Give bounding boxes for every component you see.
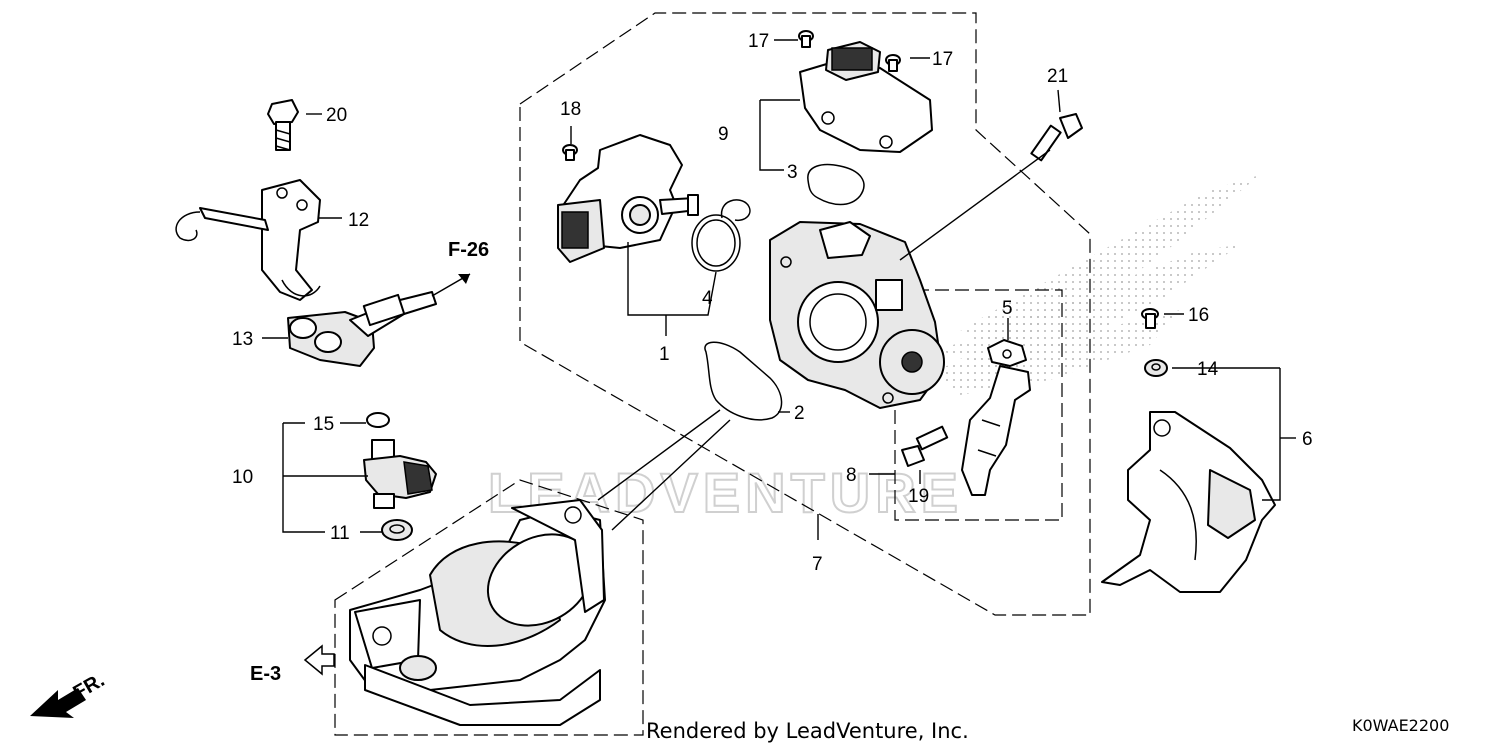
cover-6	[1101, 411, 1276, 593]
label-2: 2	[794, 403, 805, 424]
arrow-e3	[303, 644, 335, 676]
stay-5	[987, 339, 1027, 367]
label-4: 4	[702, 288, 713, 309]
label-6: 6	[1302, 429, 1313, 450]
screw-17-right	[885, 54, 901, 72]
credit-text: Rendered by LeadVenture, Inc.	[646, 719, 969, 743]
label-5: 5	[1002, 298, 1013, 319]
label-12: 12	[348, 210, 369, 231]
label-16: 16	[1188, 305, 1209, 326]
map-sensor	[799, 41, 933, 153]
label-17-left: 17	[748, 31, 769, 52]
bolt-19	[901, 425, 949, 467]
bolt-21	[1030, 113, 1083, 162]
screw-16	[1141, 308, 1159, 329]
ref-label-e3: E-3	[250, 663, 281, 685]
intake-manifold	[349, 499, 606, 726]
throttle-body	[769, 221, 945, 409]
sensor-13	[287, 291, 437, 367]
washer-14	[1144, 359, 1168, 377]
bolt-20	[267, 99, 299, 151]
label-3: 3	[787, 162, 798, 183]
fuel-injector	[363, 439, 437, 509]
o-ring-4	[691, 199, 751, 272]
label-13: 13	[232, 329, 253, 350]
label-20: 20	[326, 105, 347, 126]
o-ring-15	[366, 412, 390, 428]
label-7: 7	[812, 554, 823, 575]
label-10: 10	[232, 467, 253, 488]
intake-outline	[334, 479, 644, 736]
arrow-front	[30, 688, 86, 718]
diagram-code: K0WAE2200	[1352, 716, 1450, 735]
label-19: 19	[908, 486, 929, 507]
label-15: 15	[313, 414, 334, 435]
throttle-position-sensor	[557, 134, 699, 263]
bracket-8	[961, 365, 1031, 496]
label-1: 1	[659, 344, 670, 365]
screw-18	[562, 144, 578, 161]
label-11: 11	[330, 523, 350, 544]
label-14: 14	[1197, 359, 1219, 380]
gasket-2	[704, 341, 783, 421]
label-21: 21	[1047, 66, 1068, 87]
leader-lines	[262, 39, 1296, 540]
screw-17-left	[798, 30, 814, 48]
assembly-outline-8	[894, 289, 1063, 521]
label-9: 9	[718, 124, 729, 145]
ref-label-f26: F-26	[448, 239, 489, 261]
label-8: 8	[846, 465, 857, 486]
label-18: 18	[560, 99, 581, 120]
part-numbers: 1 2 3 4 5 6 7 8 9 10 11 12 13 14 15 16 1…	[232, 31, 1313, 575]
assembly-outline-7	[519, 12, 1091, 616]
seal-11	[381, 519, 413, 541]
mounting-bracket	[175, 179, 321, 301]
arrow-f26	[431, 273, 471, 297]
gasket-3	[807, 163, 865, 206]
label-17-right: 17	[932, 49, 953, 70]
